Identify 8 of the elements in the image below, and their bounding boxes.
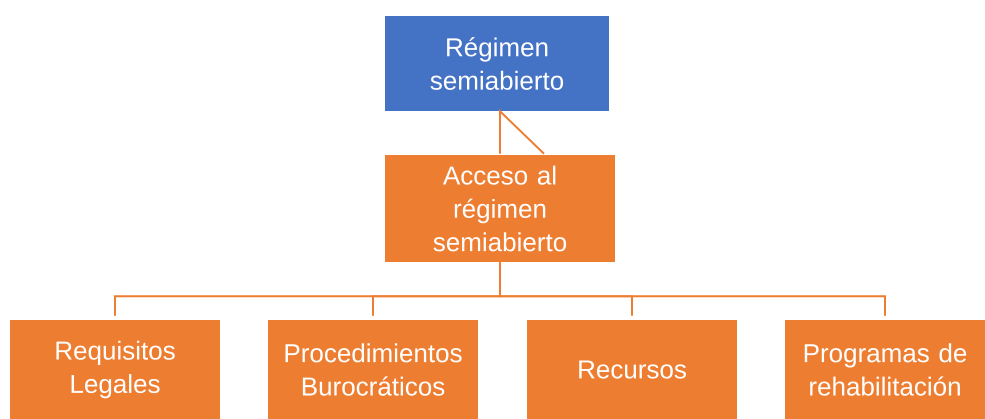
category-box: Recursos bbox=[527, 320, 737, 419]
category-box: Procedimientos Burocráticos bbox=[268, 320, 478, 419]
connector-line bbox=[499, 262, 886, 316]
top-box: Régimen semiabierto bbox=[385, 16, 609, 111]
process-box: Acceso al régimen semiabierto bbox=[385, 155, 615, 262]
category-box: Programas de rehabilitación bbox=[785, 320, 985, 419]
category-box: Requisitos Legales bbox=[10, 320, 220, 419]
connector-line bbox=[499, 108, 545, 154]
